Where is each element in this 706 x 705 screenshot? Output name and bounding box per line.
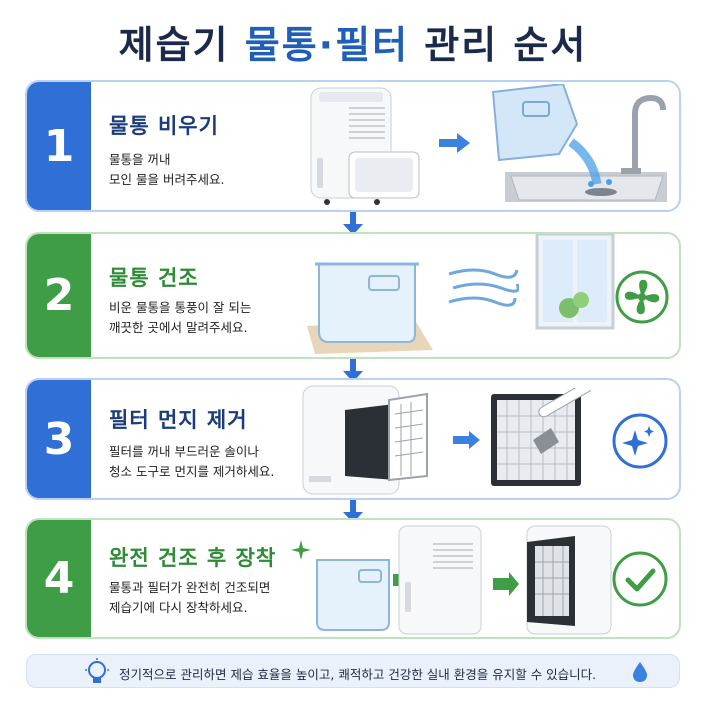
arrow-right-icon — [439, 133, 470, 153]
fan-badge-icon — [615, 270, 669, 324]
sparkle-badge-icon — [612, 413, 668, 469]
step-desc: 물통을 꺼내 모인 물을 버려주세요. — [109, 152, 225, 187]
lightbulb-icon — [85, 658, 109, 683]
title-part3: 관리 순서 — [409, 23, 588, 67]
water-tank-icon — [307, 262, 433, 354]
step-desc: 필터를 꺼내 부드러운 솔이나 청소 도구로 먼지를 제거하세요. — [109, 444, 275, 479]
down-arrow-icon — [343, 359, 363, 382]
step-title: 필터 먼지 제거 — [109, 408, 248, 432]
step-number: 3 — [27, 380, 91, 498]
dehumidifier-icon — [310, 87, 420, 205]
arrow-right-icon — [453, 431, 480, 449]
water-tank-icon — [491, 84, 579, 162]
step-title: 완전 건조 후 장착 — [109, 546, 277, 570]
title-highlight: 물통·필터 — [244, 23, 410, 67]
page-title: 제습기 물통·필터 관리 순서 — [0, 14, 706, 69]
dehumidifier-icon — [302, 385, 428, 495]
filter-icon — [491, 388, 591, 486]
check-badge-icon — [612, 551, 668, 607]
step-desc: 물통과 필터가 완전히 건조되면 제습기에 다시 장착하세요. — [109, 580, 271, 615]
step-card-3: 3 필터 먼지 제거 필터를 꺼내 부드러운 솔이나 청소 도구로 먼지를 제거… — [25, 378, 681, 500]
step-number: 1 — [27, 82, 91, 210]
step-desc: 비운 물통을 통풍이 잘 되는 깨끗한 곳에서 말려주세요. — [109, 300, 252, 335]
footer-text: 정기적으로 관리하면 제습 효율을 높이고, 쾌적하고 건강한 실내 환경을 유… — [119, 667, 597, 682]
step-number: 4 — [27, 520, 91, 637]
faucet-sink-icon — [491, 84, 667, 202]
down-arrow-icon — [343, 212, 363, 235]
wind-icon — [448, 268, 519, 307]
step-title: 물통 건조 — [109, 266, 199, 290]
window-icon — [535, 234, 615, 330]
step-title: 물통 비우기 — [109, 114, 219, 138]
dehumidifier-icon — [316, 525, 612, 635]
title-part1: 제습기 — [118, 23, 245, 67]
down-arrow-icon — [343, 500, 363, 523]
brush-icon — [533, 388, 591, 454]
step-card-1: 1 물통 비우기 물통을 꺼내 모인 물을 버려주세요. — [25, 80, 681, 212]
water-drop-icon — [632, 662, 648, 682]
step-number: 2 — [27, 234, 91, 357]
footer-banner: 정기적으로 관리하면 제습 효율을 높이고, 쾌적하고 건강한 실내 환경을 유… — [26, 654, 680, 688]
sparkle-icon — [291, 540, 311, 560]
step-card-2: 2 물통 건조 비운 물통을 통풍이 잘 되는 깨끗한 곳에서 말려주세요. — [25, 232, 681, 359]
step-card-4: 4 완전 건조 후 장착 물통과 필터가 완전히 건조되면 제습기에 다시 장착… — [25, 518, 681, 639]
